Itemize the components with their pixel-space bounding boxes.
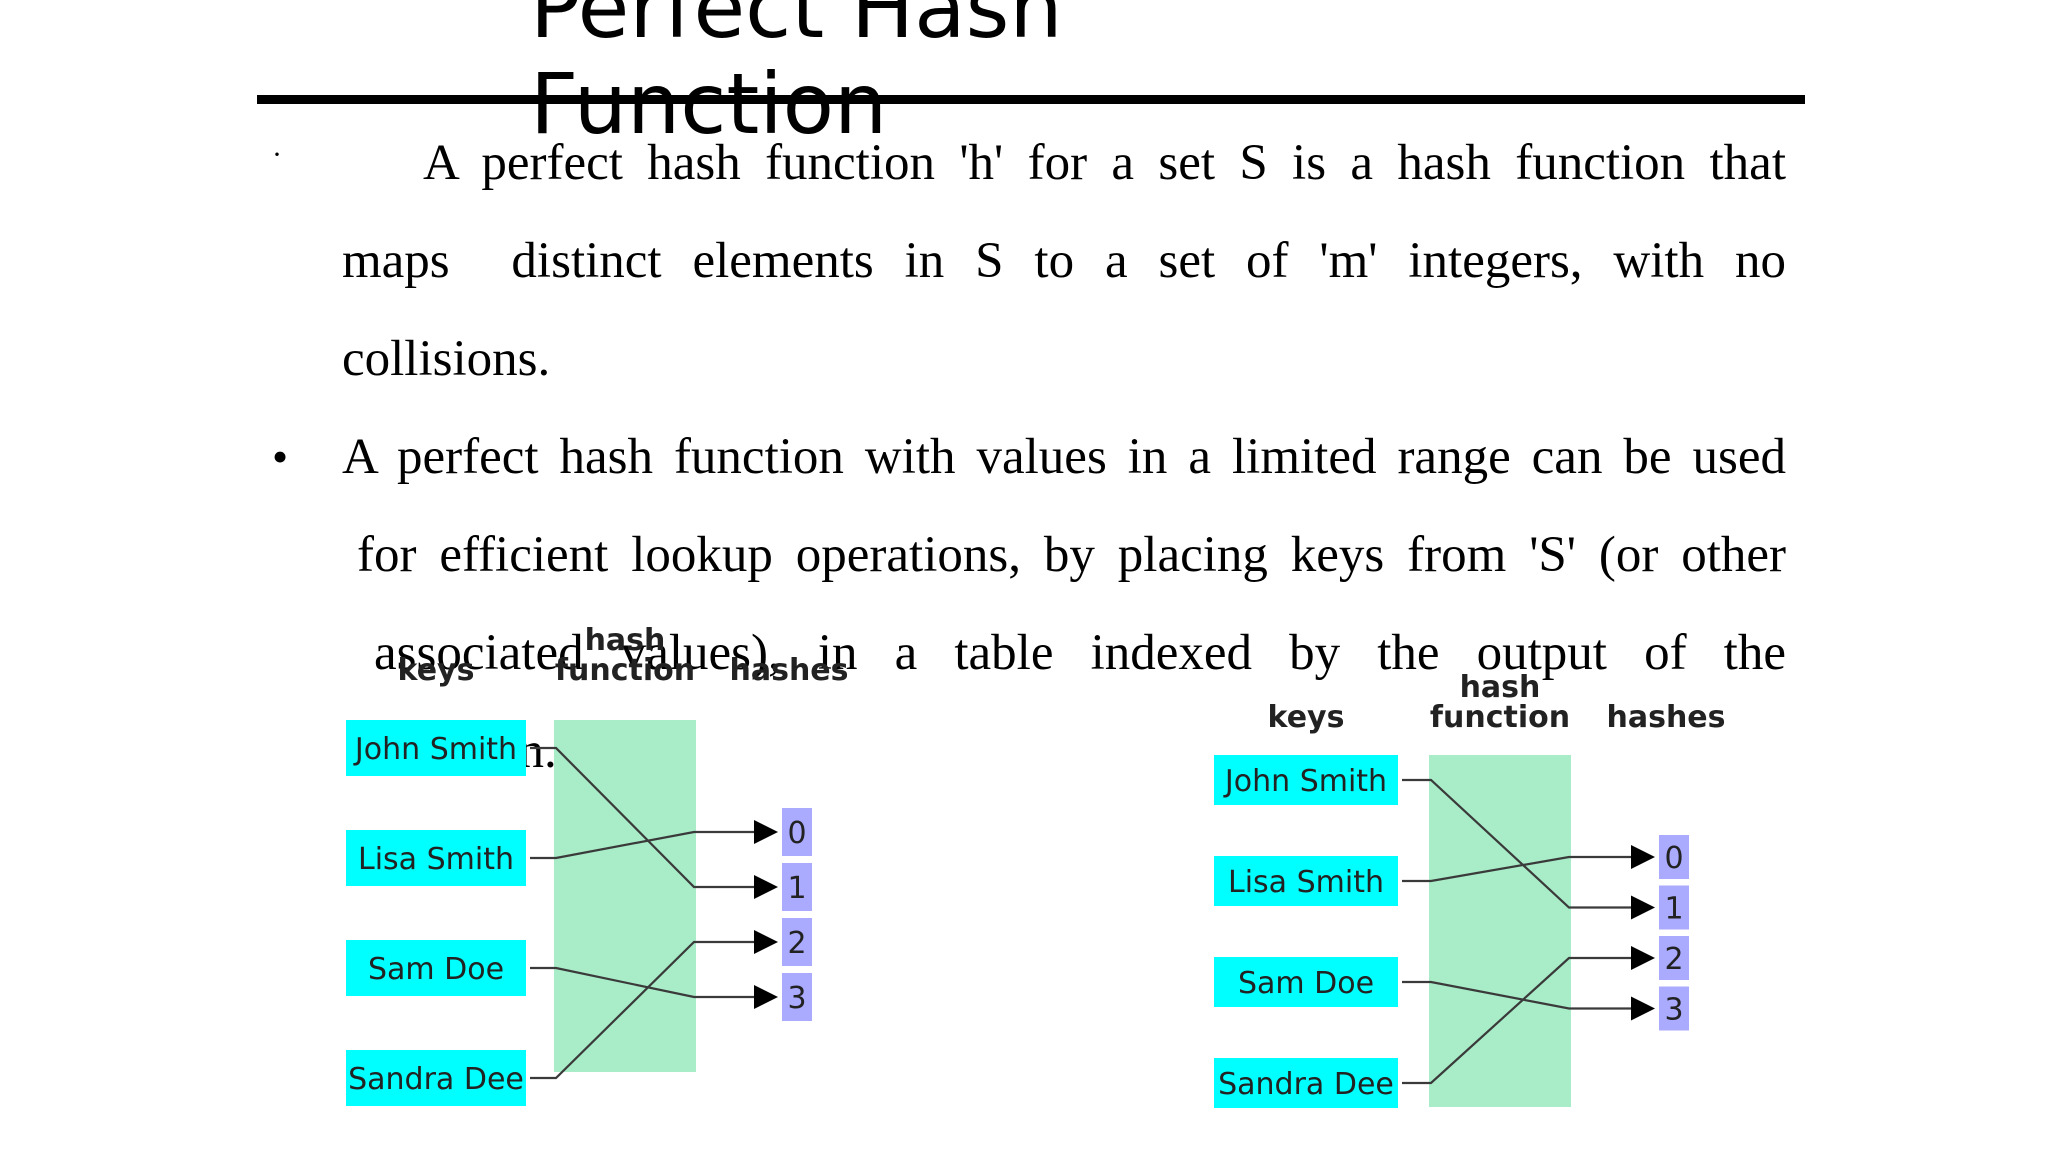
hash-box bbox=[1659, 885, 1689, 930]
mapping-line bbox=[530, 830, 754, 860]
hash-box bbox=[1659, 936, 1689, 980]
bullet-1-line-2: maps distinct elements in S to a set of … bbox=[342, 233, 1786, 289]
mapping-line bbox=[530, 940, 754, 1080]
key-box bbox=[1214, 957, 1398, 1007]
arrow-head bbox=[754, 820, 778, 844]
hash-label: 0 bbox=[787, 816, 806, 851]
bullet-1-line-1: A perfect hash function 'h' for a set S … bbox=[423, 135, 1786, 191]
hash-box bbox=[1659, 835, 1689, 879]
key-label: Lisa Smith bbox=[358, 842, 514, 877]
hash-label: 1 bbox=[787, 871, 806, 906]
header-function: function bbox=[1430, 700, 1570, 735]
slide-title: Perfect Hash Function bbox=[530, 0, 1063, 153]
key-label: Sam Doe bbox=[368, 952, 504, 987]
hash-box bbox=[782, 863, 812, 911]
hash-box bbox=[782, 918, 812, 966]
arrow-head bbox=[1631, 996, 1655, 1021]
key-box bbox=[346, 1050, 526, 1106]
arrow-head bbox=[1631, 895, 1655, 920]
hash-label: 3 bbox=[1664, 992, 1683, 1027]
header-hashes: hashes bbox=[1606, 700, 1725, 735]
bullet-2-line-3: associated values), in a table indexed b… bbox=[374, 625, 1786, 681]
key-label: Sandra Dee bbox=[348, 1062, 524, 1097]
key-box bbox=[346, 720, 526, 776]
hash-box bbox=[782, 808, 812, 856]
hash-label: 2 bbox=[787, 926, 806, 961]
header-keys: keys bbox=[398, 653, 475, 688]
key-box bbox=[1214, 755, 1398, 805]
mapping-line bbox=[530, 966, 754, 999]
hash-label: 1 bbox=[1664, 891, 1683, 926]
key-label: John Smith bbox=[353, 732, 517, 767]
mapping-line bbox=[530, 746, 754, 889]
key-label: John Smith bbox=[1223, 764, 1387, 799]
hash-function-box bbox=[554, 720, 696, 1072]
hash-box bbox=[1659, 986, 1689, 1031]
mapping-line bbox=[1402, 980, 1631, 1010]
key-label: Sandra Dee bbox=[1218, 1067, 1394, 1102]
bullet-2-line-2: for efficient lookup operations, by plac… bbox=[357, 527, 1786, 583]
header-hashes: hashes bbox=[729, 653, 848, 688]
mapping-line bbox=[1402, 855, 1631, 883]
arrow-head bbox=[754, 930, 778, 954]
hash-label: 0 bbox=[1664, 841, 1683, 876]
key-label: Lisa Smith bbox=[1228, 865, 1384, 900]
hash-label: 3 bbox=[787, 981, 806, 1016]
bullet-1-line-3: collisions. bbox=[342, 331, 551, 387]
hash-box bbox=[782, 973, 812, 1021]
arrow-head bbox=[754, 875, 778, 899]
header-hash: hash bbox=[1460, 670, 1541, 705]
bullet-marker-1: · bbox=[272, 138, 282, 171]
bullet-2-line-1: A perfect hash function with values in a… bbox=[342, 429, 1786, 485]
arrow-head bbox=[754, 985, 778, 1009]
key-box bbox=[1214, 856, 1398, 906]
arrow-head bbox=[1631, 946, 1655, 970]
mapping-line bbox=[1402, 778, 1631, 909]
arrow-head bbox=[1631, 845, 1655, 869]
header-hash: hash bbox=[585, 623, 666, 658]
key-box bbox=[1214, 1058, 1398, 1108]
header-function: function bbox=[555, 653, 695, 688]
header-keys: keys bbox=[1268, 700, 1345, 735]
bullet-marker-2: • bbox=[272, 431, 289, 482]
hash-function-box bbox=[1429, 755, 1571, 1107]
key-box bbox=[346, 830, 526, 886]
hash-label: 2 bbox=[1664, 942, 1683, 977]
key-box bbox=[346, 940, 526, 996]
mapping-line bbox=[1402, 956, 1631, 1085]
title-underline bbox=[257, 95, 1805, 104]
key-label: Sam Doe bbox=[1238, 966, 1374, 1001]
